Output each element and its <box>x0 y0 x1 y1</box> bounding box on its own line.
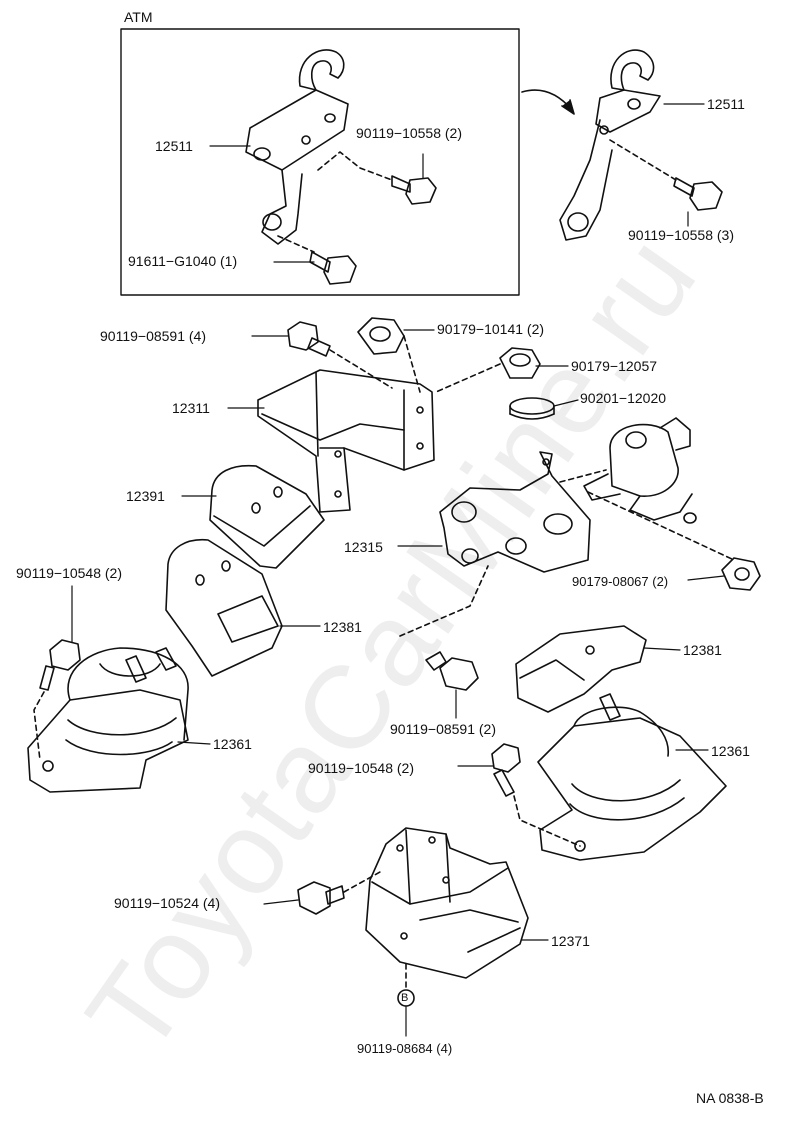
label-12361-left: 12361 <box>213 736 252 752</box>
label-90119-08591-4: 90119−08591 (4) <box>100 328 206 344</box>
nut-90179-08067 <box>721 557 761 591</box>
bolt-90119-10548-right <box>491 743 521 797</box>
label-90119-10524: 90119−10524 (4) <box>114 895 220 911</box>
label-12315: 12315 <box>344 539 383 555</box>
upper-dashed-leaders <box>329 335 501 393</box>
washer-90201-12020 <box>509 397 555 420</box>
bolt-90119-08591-middle <box>425 651 479 691</box>
label-90179-10141: 90179−10141 (2) <box>437 321 545 337</box>
label-90119-10558-2: 90119−10558 (2) <box>356 125 462 141</box>
inset-title-atm: ATM <box>124 9 153 25</box>
nut-90179-12057 <box>499 347 541 379</box>
bolt-90119-10524 <box>297 881 345 915</box>
insulator-12361-right <box>537 693 727 861</box>
atm-inset-frame <box>120 28 520 296</box>
label-90201-12020: 90201−12020 <box>580 390 667 406</box>
bracket-12315 <box>439 451 591 573</box>
bolt-90119-10558-right <box>673 177 723 211</box>
bracket-12311 <box>257 369 435 513</box>
bolt-90119-10558-inset <box>391 175 437 205</box>
label-12371: 12371 <box>551 933 590 949</box>
label-90119-08591-2: 90119−08591 (2) <box>390 721 496 737</box>
label-90119-10558-3: 90119−10558 (3) <box>628 227 734 243</box>
bolt-91611-g1040 <box>309 251 357 285</box>
actuator-dashed-leaders <box>559 469 735 561</box>
right-mount-dashed-leader <box>513 795 581 847</box>
bolt-90119-10548-left <box>39 639 81 691</box>
callout-b-letter: B <box>401 992 409 1004</box>
label-12381-left: 12381 <box>323 619 362 635</box>
plate-12381-left <box>165 539 283 677</box>
bolt-90119-08591-top <box>287 321 331 357</box>
actuator-unit <box>583 417 697 524</box>
label-90179-12057: 90179−12057 <box>571 358 658 374</box>
label-90119-10548-right: 90119−10548 (2) <box>308 760 414 776</box>
label-12391: 12391 <box>126 488 165 504</box>
bracket-12371 <box>365 827 529 979</box>
inset-dashed-leaders <box>277 151 393 253</box>
label-12361-right: 12361 <box>711 743 750 759</box>
bracket-12511-inset <box>245 49 349 245</box>
insulator-12361-left <box>27 647 189 793</box>
arrow-head <box>561 99 575 115</box>
plate-12381-right <box>515 625 647 713</box>
left-mount-dashed-leader <box>33 691 45 761</box>
label-91611-g1040: 91611−G1040 (1) <box>128 253 238 269</box>
bracket-12511-right <box>559 49 661 241</box>
figure-code: NA 0838-B <box>696 1090 764 1106</box>
right-dashed-leader <box>609 139 677 181</box>
label-12381-right: 12381 <box>683 642 722 658</box>
plate-12391 <box>209 464 325 569</box>
middle-dashed-leader <box>399 565 489 637</box>
label-90179-08067: 90179-08067 (2) <box>572 574 669 589</box>
nut-90179-10141 <box>357 317 405 355</box>
label-12311: 12311 <box>172 400 210 416</box>
lower-dashed-leader <box>343 871 381 893</box>
label-12511-inset: 12511 <box>155 138 193 154</box>
label-90119-08684: 90119-08684 (4) <box>357 1041 453 1056</box>
leader-lines <box>71 103 725 1037</box>
label-12511-right: 12511 <box>707 96 745 112</box>
label-90119-10548-left: 90119−10548 (2) <box>16 565 122 581</box>
